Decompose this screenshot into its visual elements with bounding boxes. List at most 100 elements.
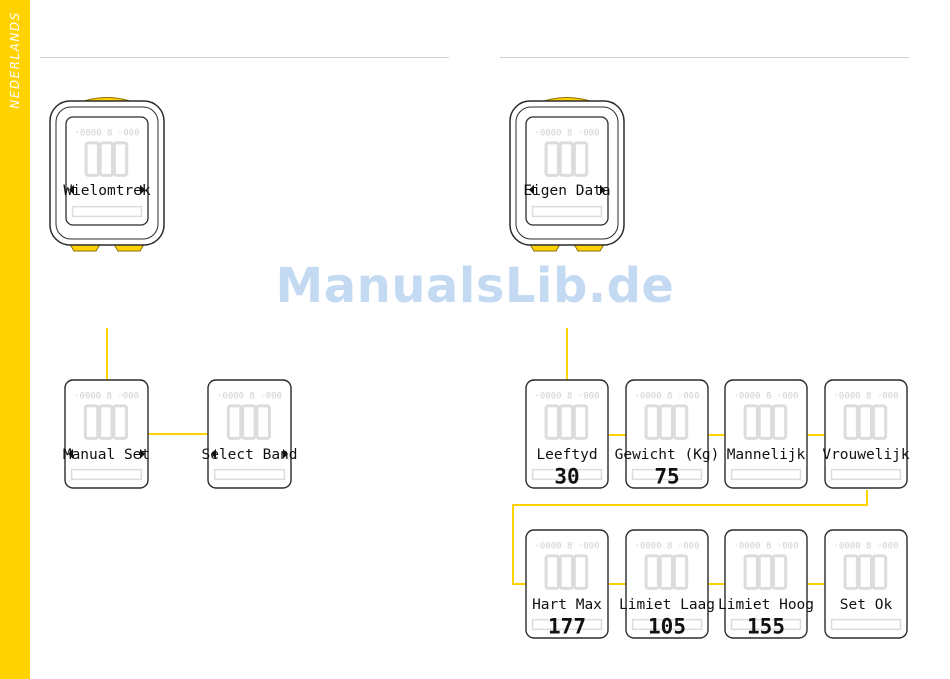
lcd-ghost-digit (241, 404, 257, 440)
lcd-ghost-digit (572, 404, 589, 440)
lcd-ghost-digit (871, 404, 888, 440)
lcd-ghost-bottom (70, 468, 143, 481)
lcd-ghost-digit (98, 404, 114, 440)
lcd-ghost-top: ·0000 8 ◦000 (634, 391, 699, 401)
lcd-ghost-bottom (531, 618, 603, 631)
lcd-ghost-bottom (730, 618, 802, 631)
right-header-rule (500, 57, 909, 58)
lcd-ghost-bottom (730, 468, 802, 481)
left-arrow-icon (529, 184, 534, 195)
left-header-rule (40, 57, 449, 58)
lcd-ghost-digit (112, 141, 129, 177)
device-screen-label: Wielomtrek (63, 183, 151, 199)
lcd-ghost-top: ·0000 8 ◦000 (534, 128, 599, 138)
lcd-ghost-digit (658, 404, 675, 440)
lcd-ghost-digit (757, 554, 774, 590)
lcd-ghost-top: ·0000 8 ◦000 (534, 541, 599, 551)
lcd-ghost-top: ·0000 8 ◦000 (733, 541, 798, 551)
lcd-ghost-digit (98, 141, 115, 177)
screen-value: 30 (554, 465, 579, 489)
lcd-ghost-digit (558, 554, 575, 590)
lcd-ghost-top: ·0000 8 ◦000 (74, 391, 139, 401)
lcd-ghost-digit (84, 141, 100, 177)
lcd-ghost-digit (757, 404, 774, 440)
right-arrow-icon (283, 448, 288, 459)
lcd-ghost-digit (857, 554, 874, 590)
lcd-ghost-bottom (71, 205, 143, 218)
screen-label: Manual Set (63, 447, 150, 463)
screen-label: Limiet Laag (619, 597, 715, 613)
lcd-ghost-digit (843, 554, 859, 590)
lcd-ghost-digit (644, 554, 660, 590)
right-arrow-icon (140, 448, 145, 459)
lcd-ghost-digit (644, 404, 660, 440)
lcd-ghost-top: ·0000 8 ◦000 (217, 391, 282, 401)
lcd-ghost-digit (843, 404, 859, 440)
lcd-ghost-digit (743, 554, 759, 590)
screen-label: Select Band (201, 447, 297, 463)
screen-label: Leeftyd (536, 447, 597, 463)
screen-value: 177 (548, 615, 586, 639)
left-arrow-icon (69, 184, 74, 195)
screen-value: 75 (654, 465, 679, 489)
lcd-ghost-digit (255, 404, 271, 440)
left-arrow-icon (68, 448, 73, 459)
lcd-ghost-top: ·0000 8 ◦000 (534, 391, 599, 401)
lcd-ghost-digit (658, 554, 675, 590)
screen-label: Vrouwelijk (822, 447, 910, 463)
lcd-ghost-digit (112, 404, 128, 440)
watermark: ManualsLib.de (275, 258, 675, 314)
lcd-ghost-top: ·0000 8 ◦000 (833, 391, 898, 401)
lcd-ghost-digit (558, 404, 575, 440)
lcd-ghost-digit (771, 554, 788, 590)
lcd-ghost-digit (771, 404, 788, 440)
left-arrow-icon (211, 448, 216, 459)
lcd-ghost-bottom (830, 468, 902, 481)
lcd-ghost-digit (572, 554, 589, 590)
device-screen-label: Eigen Data (523, 183, 610, 199)
lcd-ghost-top: ·0000 8 ◦000 (634, 541, 699, 551)
lcd-ghost-bottom (830, 618, 902, 631)
screen-label: Gewicht (Kg) (615, 447, 720, 463)
lcd-ghost-digit (544, 404, 560, 440)
lcd-ghost-bottom (531, 468, 603, 481)
lcd-ghost-digit (558, 141, 575, 177)
right-arrow-icon (600, 184, 605, 195)
screen-label: Hart Max (532, 597, 602, 613)
screen-label: Mannelijk (727, 447, 806, 463)
flow-connectors (106, 328, 868, 585)
lcd-ghost-digit (83, 404, 100, 440)
lcd-ghost-digit (672, 404, 689, 440)
lcd-ghost-digit (544, 554, 560, 590)
lcd-ghost-top: ·0000 8 ◦000 (833, 541, 898, 551)
lcd-ghost-digit (871, 554, 888, 590)
right-arrow-icon (140, 184, 145, 195)
lcd-ghost-bottom (531, 205, 603, 218)
lcd-ghost-digit (572, 141, 589, 177)
lcd-ghost-bottom (631, 618, 703, 631)
lcd-ghost-digit (226, 404, 243, 440)
lcd-ghost-digit (857, 404, 874, 440)
screen-label: Set Ok (840, 597, 893, 613)
lcd-ghost-digit (672, 554, 689, 590)
screen-value: 105 (648, 615, 686, 639)
device-bezel (55, 106, 159, 240)
language-side-tab: NEDERLANDS (0, 0, 30, 679)
lcd-ghost-digit (544, 141, 560, 177)
connector-row-wrap (512, 490, 868, 585)
device-bezel (515, 106, 619, 240)
